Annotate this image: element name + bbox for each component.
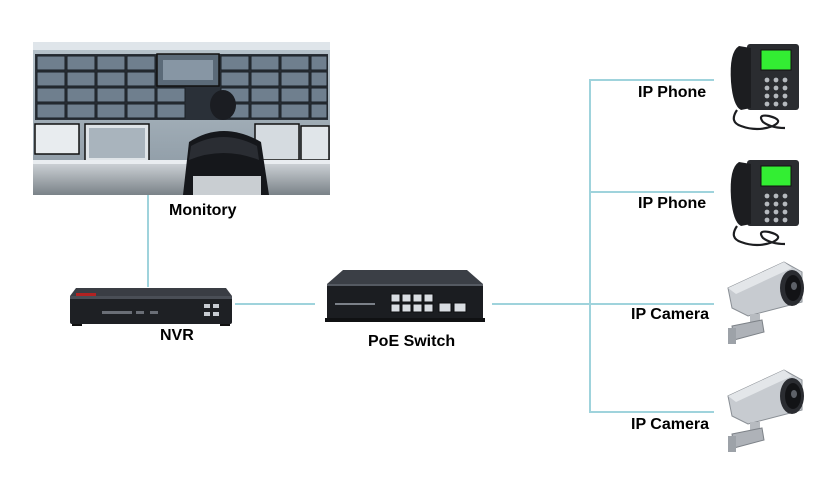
wire-monitor-to-nvr xyxy=(147,195,149,287)
poe-switch-device xyxy=(325,270,485,322)
ip-camera-icon xyxy=(727,261,804,344)
wire-bus-to-phone-2 xyxy=(589,191,714,193)
ip-camera-2-label: IP Camera xyxy=(631,416,709,433)
ip-phone-1-label: IP Phone xyxy=(638,84,707,101)
ip-camera-2 xyxy=(722,366,808,454)
ip-phone-icon xyxy=(730,44,799,131)
ip-camera-1-label: IP Camera xyxy=(631,306,709,323)
wire-bus-vertical xyxy=(589,79,591,411)
wire-switch-to-bus xyxy=(492,303,589,305)
nvr-icon xyxy=(70,288,232,326)
ip-phone-icon xyxy=(730,160,799,247)
monitory-label: Monitory xyxy=(169,202,237,219)
ip-phone-2 xyxy=(727,158,802,250)
ip-camera-icon xyxy=(727,369,804,452)
wire-bus-to-camera-1 xyxy=(589,303,714,305)
wire-bus-to-camera-2 xyxy=(589,411,714,413)
wire-nvr-to-switch xyxy=(235,303,315,305)
monitoring-room-image xyxy=(33,42,330,195)
wire-bus-to-phone-1 xyxy=(589,79,714,81)
poe-switch-icon xyxy=(325,270,485,322)
nvr-label: NVR xyxy=(160,327,194,344)
nvr-device xyxy=(70,284,232,326)
ip-phone-1 xyxy=(727,42,802,134)
monitoring-room-illustration xyxy=(33,42,330,195)
poe-switch-label: PoE Switch xyxy=(368,333,456,350)
ip-phone-2-label: IP Phone xyxy=(638,195,707,212)
ip-camera-1 xyxy=(722,258,808,346)
